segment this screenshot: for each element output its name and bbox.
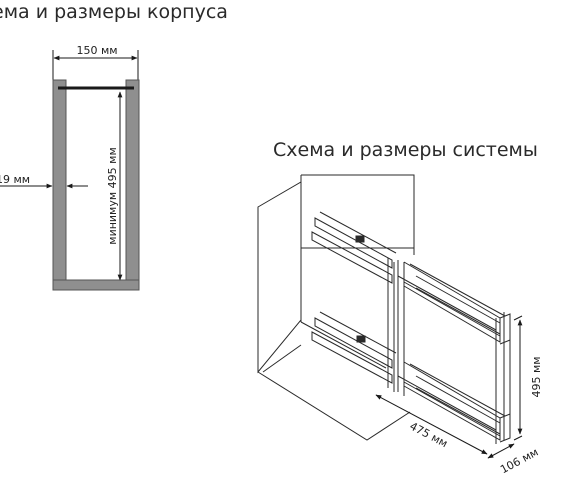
system-width-line (487, 443, 515, 459)
system-width-dimension: 106 мм (487, 443, 541, 477)
system-depth-line (375, 394, 488, 455)
upper-runner (311, 211, 397, 284)
cabinet-side-panel (257, 181, 302, 374)
upper-runner-clip (355, 235, 365, 243)
system-width-label: 106 мм (498, 446, 540, 477)
cabinet-floor-back (300, 321, 387, 369)
lower-runner-clip (356, 335, 366, 343)
lower-runner (311, 311, 397, 384)
height-ext-top (513, 315, 523, 321)
cabinet-floor-front (257, 371, 411, 441)
basket-frame (387, 258, 511, 444)
cabinet-section: 150 мм минимум 495 мм 19 мм (0, 44, 140, 291)
cabinet-bottom (52, 279, 140, 291)
width-label-bg (75, 44, 119, 57)
cabinet-scheme-title: ема и размеры корпуса (0, 1, 228, 23)
cabinet-left-wall (52, 79, 67, 287)
system-depth-dimension: 475 мм (375, 394, 488, 455)
system-depth-label: 475 мм (407, 420, 449, 451)
height-ext-bottom (513, 435, 523, 441)
width-dimension-label: 150 мм (76, 44, 117, 57)
side-thickness-label: 19 мм (0, 173, 30, 186)
min-height-dimension-label: минимум 495 мм (106, 147, 119, 244)
system-height-label: 495 мм (530, 356, 543, 397)
cabinet-right-wall (125, 79, 140, 287)
min-height-label-bg (106, 138, 118, 242)
cabinet-floor-side (262, 344, 302, 373)
system-scheme-title: Схема и размеры системы (273, 139, 538, 161)
system-height-dimension: 495 мм (513, 315, 543, 441)
system-isometric (257, 174, 511, 444)
